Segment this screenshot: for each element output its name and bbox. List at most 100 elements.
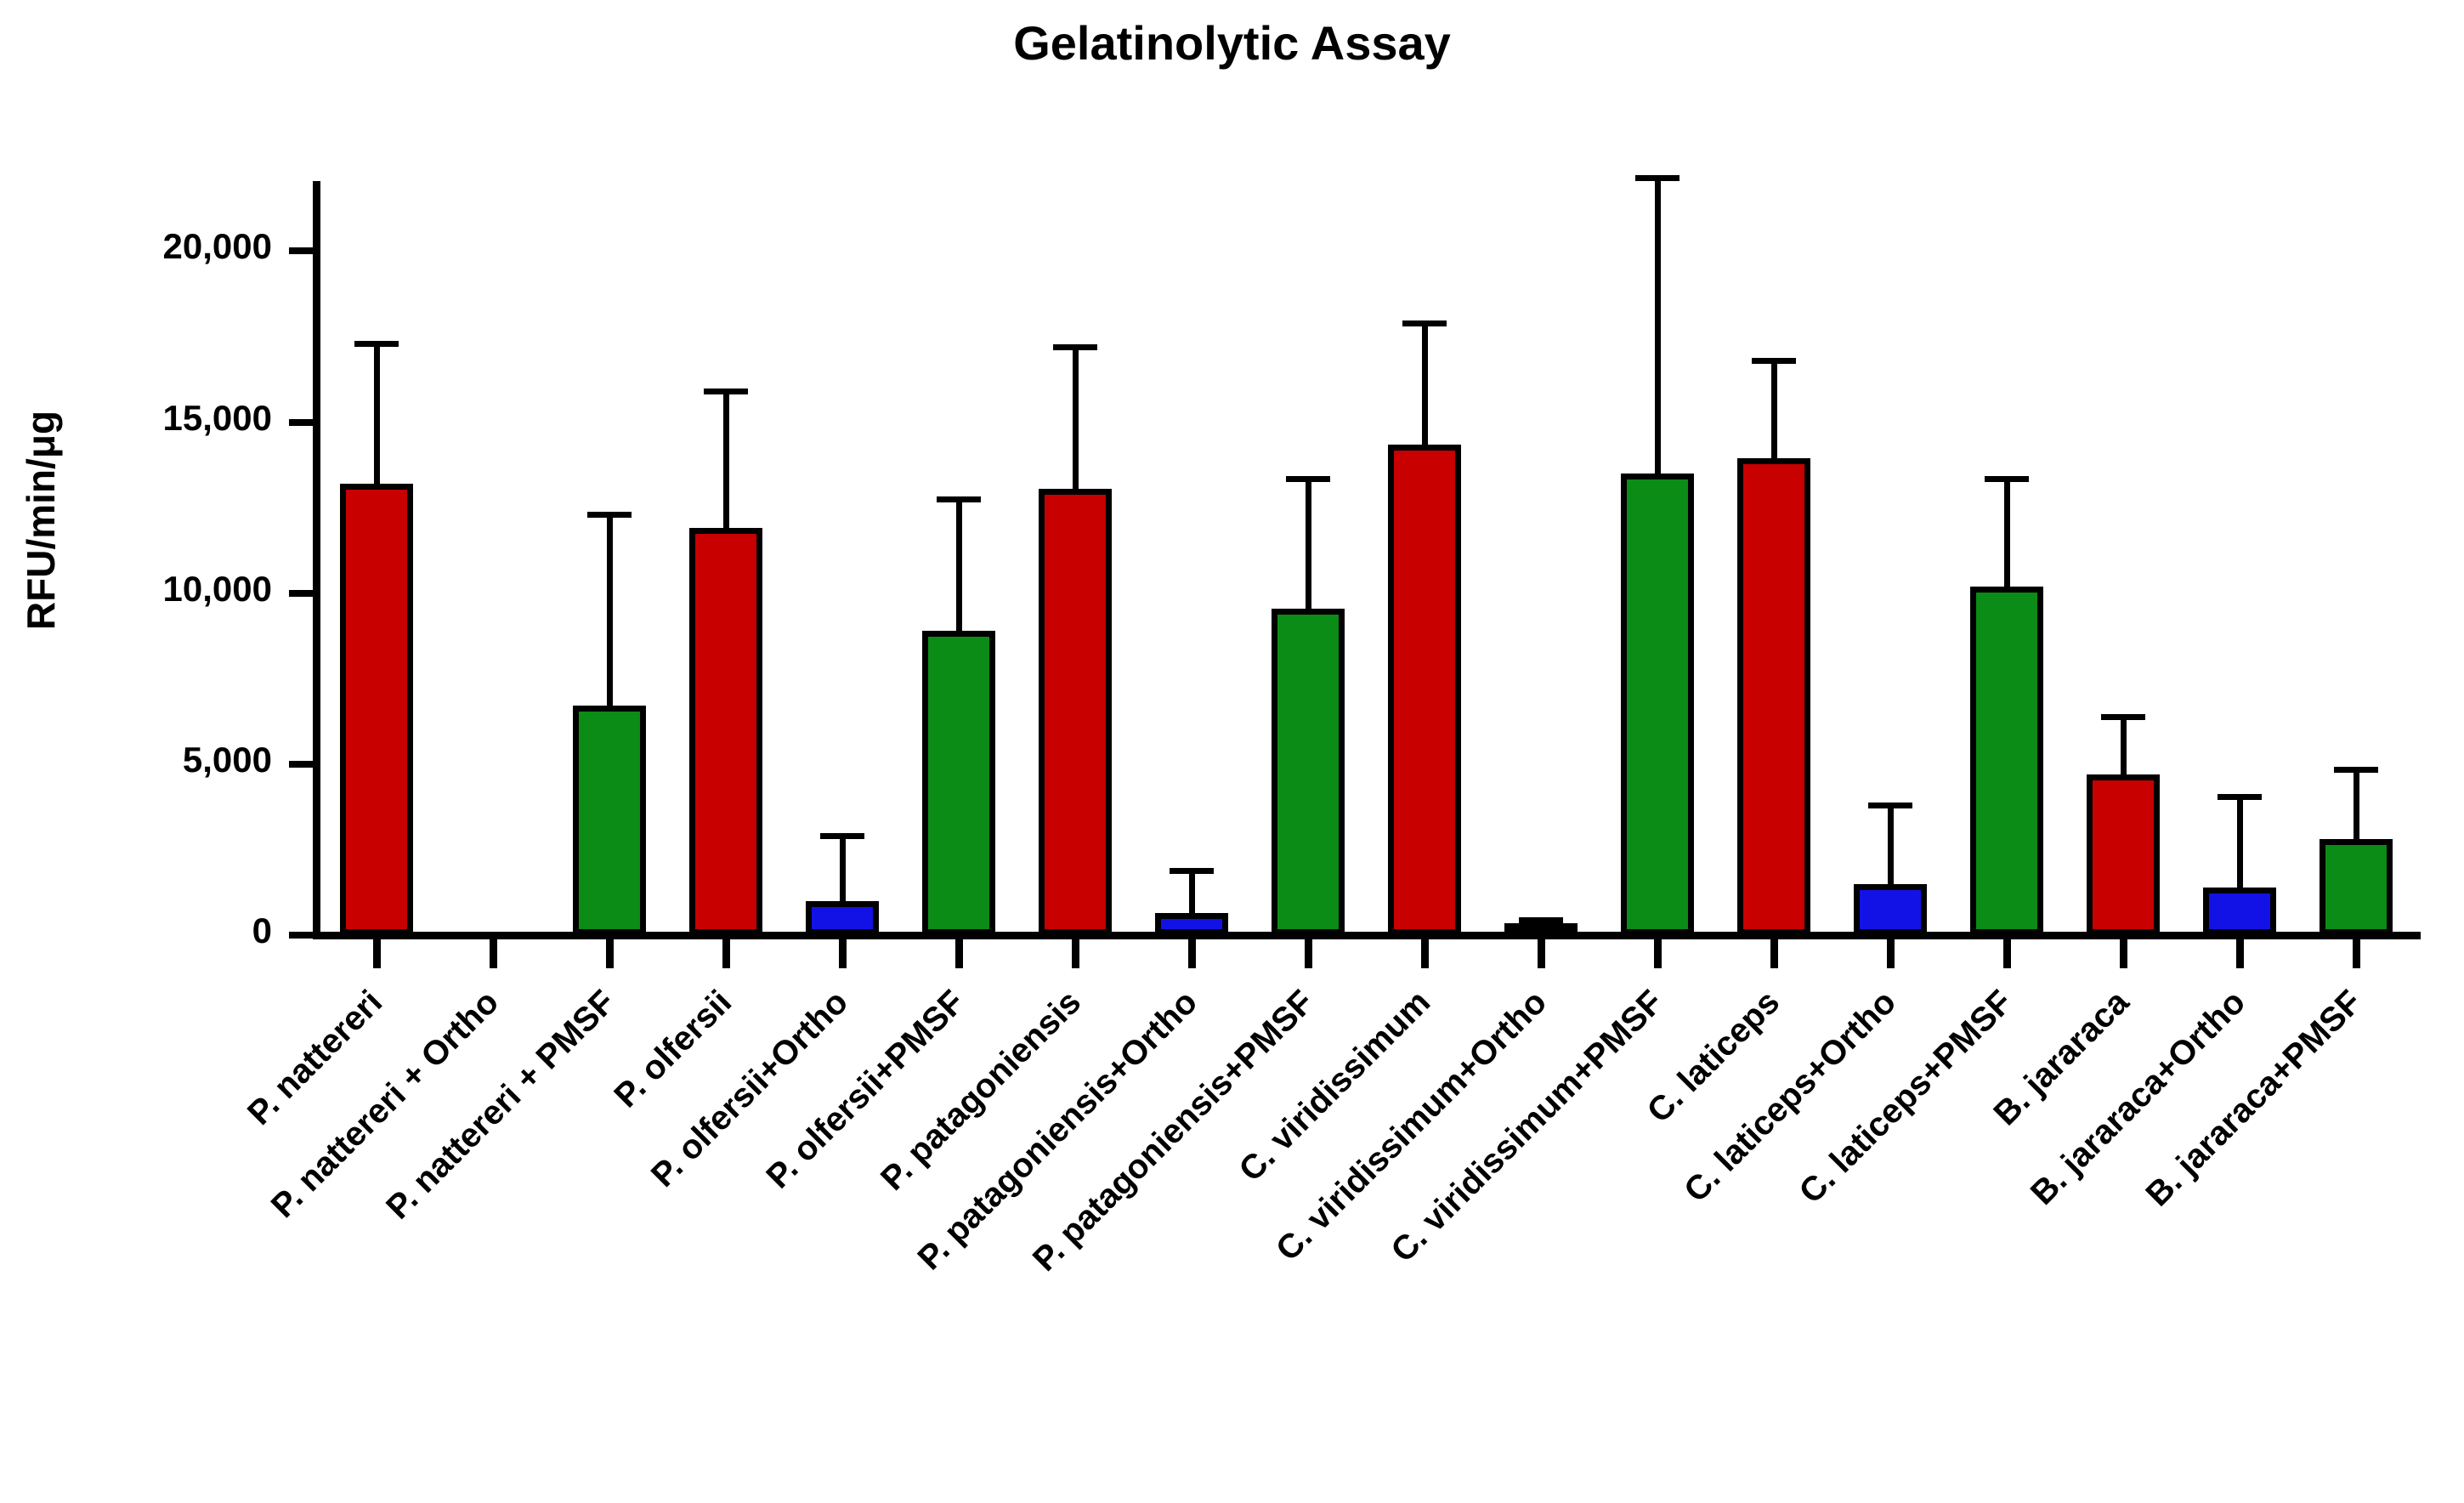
bar-slot xyxy=(901,183,1017,935)
plot-area xyxy=(319,175,2414,935)
bar-slot xyxy=(1599,175,1715,935)
bar-3[interactable] xyxy=(573,706,647,935)
x-axis-tick xyxy=(490,939,498,968)
error-bar-6 xyxy=(956,502,963,631)
error-bar-10 xyxy=(1421,326,1428,445)
bar-7[interactable] xyxy=(1039,489,1113,935)
error-bar-cap-15 xyxy=(1984,476,2029,482)
y-axis-tick-label: 5,000 xyxy=(182,739,272,780)
x-axis-tick xyxy=(2119,939,2127,968)
bar-slot xyxy=(1715,183,1832,935)
bar-slot xyxy=(1250,183,1367,935)
error-bar-cap-11 xyxy=(1518,917,1563,924)
error-bar-18 xyxy=(2353,772,2359,840)
error-bar-cap-16 xyxy=(2100,713,2145,720)
bar-slot xyxy=(1017,183,1134,935)
error-bar-16 xyxy=(2120,719,2127,774)
error-bar-13 xyxy=(1770,364,1777,458)
error-bar-cap-17 xyxy=(2217,794,2262,801)
error-bar-9 xyxy=(1306,482,1312,609)
bar-slot xyxy=(1948,183,2065,935)
error-bar-7 xyxy=(1073,350,1079,490)
bar-10[interactable] xyxy=(1387,444,1461,935)
bar-slot xyxy=(2181,183,2297,935)
y-axis-tick xyxy=(289,418,313,426)
bar-5[interactable] xyxy=(806,900,880,935)
bar-slot xyxy=(1134,183,1250,935)
error-bar-cap-6 xyxy=(937,496,982,503)
bar-slot xyxy=(552,183,668,935)
error-bar-cap-9 xyxy=(1286,476,1331,482)
y-axis-tick xyxy=(289,589,313,597)
x-axis-tick xyxy=(1072,939,1080,968)
bar-slot xyxy=(785,183,901,935)
bar-14[interactable] xyxy=(1853,883,1927,935)
y-axis-tick xyxy=(289,932,313,939)
bar-slot xyxy=(1832,183,1948,935)
x-axis-tick xyxy=(1188,939,1197,968)
error-bar-3 xyxy=(607,518,614,706)
error-bar-cap-10 xyxy=(1402,320,1447,326)
error-bar-cap-4 xyxy=(704,389,749,395)
error-bar-15 xyxy=(2003,482,2010,587)
x-axis-line xyxy=(313,932,2421,939)
error-bar-cap-12 xyxy=(1634,175,1679,181)
y-axis-tick xyxy=(289,247,313,255)
bar-12[interactable] xyxy=(1620,473,1694,935)
error-bar-17 xyxy=(2236,800,2243,888)
y-axis-tick-label: 15,000 xyxy=(162,397,272,438)
bar-slot xyxy=(2065,183,2181,935)
x-axis-tick xyxy=(2235,939,2244,968)
error-bar-8 xyxy=(1189,873,1196,913)
y-axis-tick xyxy=(289,760,313,768)
error-bar-14 xyxy=(1887,808,1894,884)
x-axis-tick xyxy=(1537,939,1545,968)
bar-13[interactable] xyxy=(1736,457,1810,935)
error-bar-12 xyxy=(1654,181,1661,474)
y-axis-line xyxy=(313,181,320,939)
error-bar-cap-8 xyxy=(1170,867,1215,874)
error-bar-11 xyxy=(1538,923,1544,933)
error-bar-5 xyxy=(840,839,847,901)
chart-title: Gelatinolytic Assay xyxy=(1013,16,1451,70)
x-axis-tick xyxy=(2002,939,2011,968)
bar-9[interactable] xyxy=(1272,608,1345,935)
bar-slot xyxy=(2297,183,2414,935)
x-axis-tick xyxy=(722,939,731,968)
chart-page: Gelatinolytic Assay RFU/min/μg 0 5,000 10,… xyxy=(19,16,2421,1279)
error-bar-cap-13 xyxy=(1751,358,1796,365)
x-axis-tick xyxy=(1886,939,1895,968)
bar-slot xyxy=(668,183,785,935)
bar-17[interactable] xyxy=(2202,887,2276,935)
error-bar-4 xyxy=(723,394,730,529)
x-axis-tick xyxy=(2352,939,2360,968)
y-axis-title: RFU/min/μg xyxy=(19,410,63,631)
bar-6[interactable] xyxy=(922,630,996,935)
x-axis-tick xyxy=(955,939,964,968)
x-axis-tick xyxy=(1420,939,1429,968)
bar-4[interactable] xyxy=(689,528,763,935)
y-axis-tick-label: 10,000 xyxy=(162,568,272,609)
error-bar-cap-5 xyxy=(820,833,865,840)
bar-slot xyxy=(1367,183,1483,935)
x-axis-tick xyxy=(1770,939,1778,968)
y-axis-tick-label: 0 xyxy=(252,910,272,950)
bar-slot xyxy=(435,183,552,935)
x-axis-tick xyxy=(839,939,847,968)
y-axis-tick-label: 20,000 xyxy=(162,226,272,267)
error-bar-cap-7 xyxy=(1053,344,1098,351)
bar-16[interactable] xyxy=(2086,774,2160,935)
error-bar-cap-18 xyxy=(2333,766,2378,773)
bar-18[interactable] xyxy=(2319,839,2393,935)
bar-slot xyxy=(1482,183,1599,935)
bar-slot xyxy=(319,183,435,935)
error-bar-cap-3 xyxy=(587,512,632,519)
x-axis-tick xyxy=(373,939,382,968)
error-bar-1 xyxy=(374,347,381,484)
bar-1[interactable] xyxy=(340,484,414,935)
error-bar-cap-14 xyxy=(1867,803,1912,809)
x-axis-tick xyxy=(1653,939,1662,968)
bar-8[interactable] xyxy=(1155,912,1229,935)
x-axis-tick xyxy=(606,939,615,968)
bar-15[interactable] xyxy=(1969,586,2043,935)
